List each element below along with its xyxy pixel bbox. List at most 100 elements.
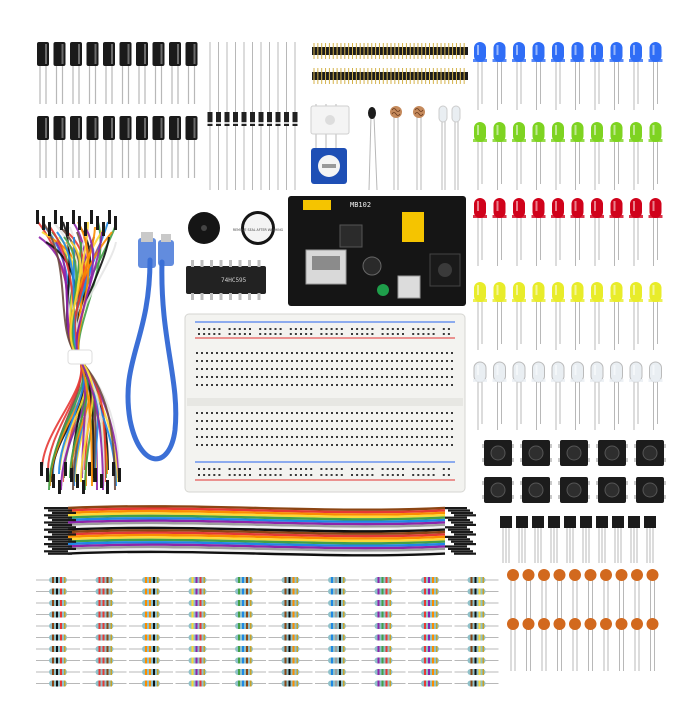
ir-led [438, 105, 448, 190]
resistor [222, 623, 266, 629]
led [648, 198, 663, 266]
transistor [532, 516, 544, 563]
ceramic-capacitor [584, 569, 597, 622]
jumper-pin-top [54, 210, 57, 224]
led [473, 42, 487, 110]
resistor [222, 657, 266, 664]
usb-plug-a-metal [141, 232, 153, 242]
ribbon-wire [67, 545, 446, 552]
resistor [129, 588, 173, 595]
resistor [175, 646, 220, 652]
resistor [361, 657, 406, 664]
ribbon-connector-left [44, 535, 68, 538]
ceramic-capacitor [522, 569, 535, 622]
led [648, 361, 663, 430]
ribbon-wire [67, 521, 446, 528]
electrolytic-capacitor [37, 116, 49, 178]
ceramic-capacitor [600, 618, 612, 671]
transistor [580, 516, 592, 563]
chip-pin [257, 293, 261, 300]
led [531, 122, 546, 190]
diode [267, 42, 272, 190]
ribbon-wire [67, 541, 446, 547]
resistor [175, 623, 220, 629]
led [590, 122, 604, 190]
jumper-pin-bottom [52, 474, 55, 488]
led [570, 282, 585, 350]
led [570, 361, 585, 430]
ribbon-connector-left [44, 521, 68, 524]
electrolytic-capacitor [70, 42, 82, 104]
jumper-pin-bottom [64, 462, 67, 476]
tactile-button [596, 477, 628, 503]
jumper-pin-bottom [112, 462, 115, 476]
ribbon-wire [67, 536, 446, 543]
pin-header-strip [312, 68, 468, 84]
jumper-pin-top [72, 210, 75, 224]
electrolytic-capacitor [103, 116, 115, 178]
resistor [36, 646, 80, 652]
ribbon-connector-right [445, 535, 467, 538]
led [473, 198, 487, 266]
resistor [361, 669, 406, 675]
led [590, 42, 604, 110]
led [551, 42, 565, 110]
jumper-pin-bottom [118, 468, 121, 482]
resistor [315, 588, 359, 595]
resistor [408, 634, 452, 641]
resistor [268, 623, 313, 629]
chip-label: 74HC595 [221, 277, 247, 284]
resistor [361, 646, 406, 652]
ribbon-wire [67, 550, 446, 557]
ceramic-capacitor [538, 618, 550, 671]
transistor [548, 516, 560, 563]
diode [284, 42, 289, 190]
ribbon-connector-left [52, 533, 76, 536]
resistor [222, 634, 266, 641]
push-button-group [482, 440, 666, 503]
resistor [129, 657, 173, 664]
ceramic-capacitor [522, 618, 535, 671]
led [551, 122, 565, 190]
led-group [473, 42, 663, 430]
pin-header-strip [312, 43, 468, 59]
ribbon-connector-right [454, 514, 476, 517]
electrolytic-capacitor-group [37, 42, 198, 178]
resistor [408, 623, 452, 629]
resistor [175, 657, 220, 664]
chip-body [186, 266, 266, 294]
ceramic-capacitor [646, 618, 659, 671]
transistor [500, 516, 512, 563]
led [512, 42, 526, 110]
usb-plug-b [158, 240, 174, 266]
ribbon-connector-left [48, 509, 72, 512]
led [492, 122, 507, 190]
resistor [36, 588, 80, 595]
led [629, 198, 643, 266]
tactile-button [482, 477, 514, 503]
led [473, 282, 487, 350]
resistor [175, 669, 220, 675]
ribbon-connector-left [52, 547, 76, 550]
jumper-pin-top [102, 222, 105, 236]
ir-led [451, 105, 461, 190]
ribbon-connector-left [52, 511, 76, 514]
led [648, 122, 663, 190]
chip-pin [219, 293, 223, 300]
resistor [36, 611, 80, 618]
resistor [454, 623, 499, 629]
electrolytic-capacitor [136, 42, 148, 104]
jumper-pin-top [42, 216, 45, 230]
ceramic-capacitor [615, 569, 628, 622]
tactile-button [558, 440, 590, 466]
resistor [222, 577, 266, 583]
ic-chip: 74HC595 [186, 260, 266, 300]
resistor [315, 646, 359, 652]
resistor [315, 657, 359, 664]
usb-cable [125, 232, 179, 462]
resistor [175, 577, 220, 583]
chip-pin [200, 260, 204, 267]
resistor [175, 600, 220, 606]
tactile-button [634, 440, 666, 466]
resistor [408, 588, 452, 595]
